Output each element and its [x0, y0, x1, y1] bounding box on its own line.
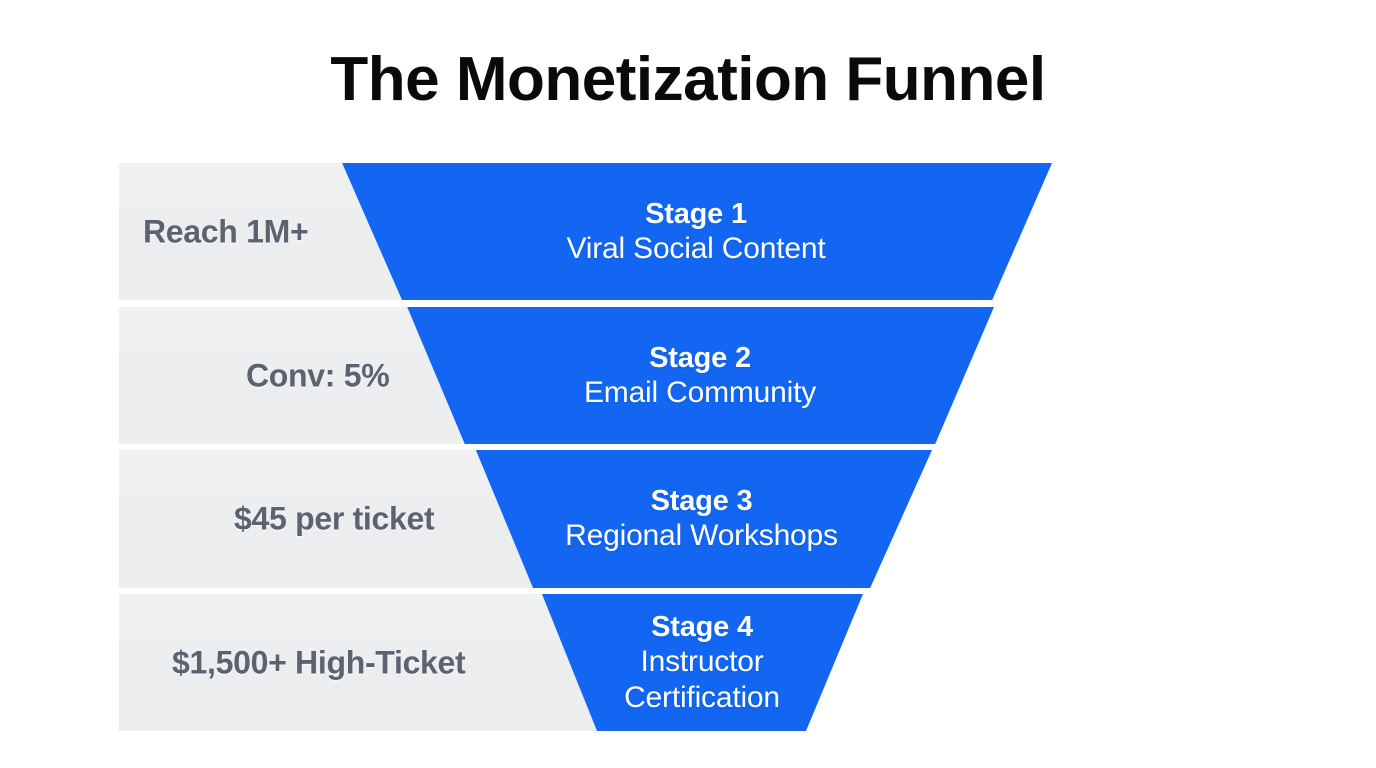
metric-panel-3: [119, 450, 537, 588]
funnel-row-3: $45 per ticket Stage 3 Regional Workshop…: [0, 450, 1376, 588]
funnel-row-4: $1,500+ High-Ticket Stage 4 Instructor C…: [0, 594, 1376, 731]
funnel-row-1: Reach 1M+ Stage 1 Viral Social Content: [0, 163, 1376, 300]
stage-shape-1[interactable]: [342, 163, 1052, 300]
stage-shape-3[interactable]: [475, 450, 932, 588]
stage-shape-4[interactable]: [541, 594, 863, 731]
metric-label-4: $1,500+ High-Ticket: [172, 644, 466, 680]
metric-panel-2: [119, 307, 469, 444]
metric-panel-4: [119, 594, 603, 731]
funnel-row-2: Conv: 5% Stage 2 Email Community: [0, 307, 1376, 444]
metric-label-3: $45 per ticket: [234, 500, 435, 537]
page-title: The Monetization Funnel: [330, 45, 1046, 114]
stage-shape-2[interactable]: [407, 307, 994, 444]
metric-label-1: Reach 1M+: [143, 213, 309, 249]
metric-label-2: Conv: 5%: [246, 357, 390, 393]
